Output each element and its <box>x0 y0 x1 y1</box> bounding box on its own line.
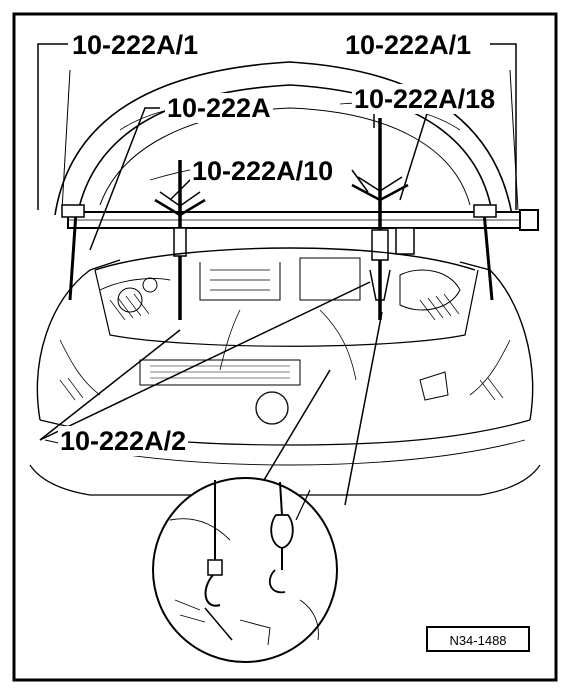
crossbar-10-222A <box>61 204 539 301</box>
label-10-222A-18: 10-222A/18 <box>352 84 498 114</box>
bonnet <box>54 61 519 216</box>
label-10-222A: 10-222A <box>165 93 273 123</box>
detail-magnifier <box>152 477 338 663</box>
outer-frame <box>12 12 558 682</box>
left-spindle <box>154 160 206 320</box>
label-10-222A-1-right: 10-222A/1 <box>343 30 474 60</box>
label-10-222A-1-left: 10-222A/1 <box>70 30 201 60</box>
label-10-222A-10: 10-222A/10 <box>190 156 336 186</box>
label-10-222A-2: 10-222A/2 <box>58 426 189 456</box>
figure-reference-box: N34-1488 <box>426 626 530 652</box>
hatching <box>59 293 504 401</box>
